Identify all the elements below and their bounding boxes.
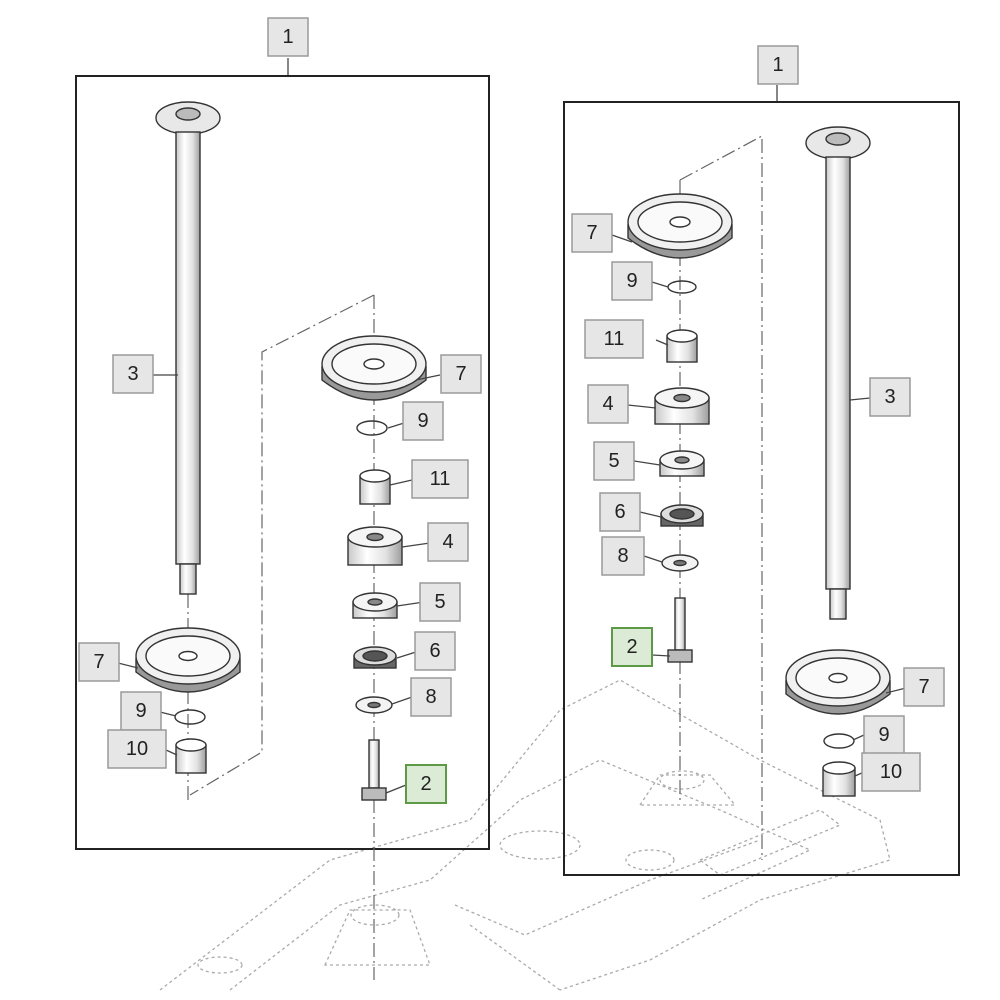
callout-right-lower-pulley[interactable]: 7	[903, 667, 945, 707]
svg-text:6: 6	[429, 640, 440, 662]
right-assembly	[563, 85, 960, 876]
left-assembly	[75, 58, 490, 980]
right-upper-bushing	[666, 329, 698, 363]
callout-left-shaft[interactable]: 3	[112, 354, 154, 394]
callout-left-lower-pulley[interactable]: 7	[78, 642, 120, 682]
svg-text:11: 11	[430, 468, 451, 490]
svg-text:1: 1	[282, 26, 293, 48]
callout-left-upper-bushing[interactable]: 11	[411, 459, 469, 499]
right-assembly-frame	[563, 101, 960, 876]
callout-left-upper-pulley[interactable]: 7	[440, 354, 482, 394]
svg-text:3: 3	[127, 363, 138, 385]
callout-left-bolt[interactable]: 2	[405, 764, 447, 804]
callout-right-spacer-large[interactable]: 4	[587, 384, 629, 424]
callout-right-bolt[interactable]: 2	[611, 627, 653, 667]
left-lower-oring	[174, 709, 206, 725]
callout-left-washer[interactable]: 8	[410, 677, 452, 717]
left-washer	[355, 696, 393, 714]
left-shaft	[155, 101, 221, 595]
left-upper-pulley	[321, 335, 427, 401]
callout-right-upper-oring[interactable]: 9	[611, 261, 653, 301]
left-spacer-large	[347, 526, 403, 566]
right-spacer-small	[659, 450, 705, 477]
callout-left-assembly[interactable]: 1	[267, 17, 309, 57]
right-bolt	[667, 597, 693, 663]
callout-left-spacer-large[interactable]: 4	[427, 522, 469, 562]
callout-left-spacer-small[interactable]: 5	[419, 582, 461, 622]
right-washer	[661, 554, 699, 572]
callout-right-washer[interactable]: 8	[601, 536, 645, 576]
callout-left-lower-bushing[interactable]: 10	[107, 729, 167, 769]
callout-right-shaft[interactable]: 3	[869, 377, 911, 417]
svg-text:7: 7	[455, 363, 466, 385]
left-assembly-frame	[75, 75, 490, 850]
left-bearing	[353, 646, 397, 669]
svg-text:10: 10	[880, 761, 902, 783]
callout-left-bearing[interactable]: 6	[414, 631, 456, 671]
svg-text:2: 2	[626, 636, 637, 658]
callout-left-upper-oring[interactable]: 9	[402, 401, 444, 441]
svg-text:7: 7	[586, 222, 597, 244]
callout-right-bearing[interactable]: 6	[599, 492, 641, 532]
callout-right-lower-oring[interactable]: 9	[863, 715, 905, 755]
svg-text:5: 5	[434, 591, 445, 613]
svg-text:8: 8	[425, 686, 436, 708]
callout-left-lower-oring[interactable]: 9	[120, 691, 162, 731]
left-upper-oring	[356, 420, 388, 436]
callout-right-upper-pulley[interactable]: 7	[571, 213, 613, 253]
left-spacer-small	[352, 592, 398, 619]
svg-text:7: 7	[93, 651, 104, 673]
callout-right-lower-bushing[interactable]: 10	[861, 752, 921, 792]
right-shaft	[805, 126, 871, 620]
right-lower-oring	[823, 733, 855, 749]
svg-text:6: 6	[614, 501, 625, 523]
right-lower-pulley	[785, 649, 891, 715]
callout-right-spacer-small[interactable]: 5	[593, 441, 635, 481]
right-bearing	[660, 504, 704, 527]
svg-text:10: 10	[126, 738, 148, 760]
svg-text:11: 11	[604, 328, 625, 350]
mower-deck-outline	[159, 679, 891, 991]
svg-text:9: 9	[135, 700, 146, 722]
svg-text:3: 3	[884, 386, 895, 408]
svg-text:1: 1	[772, 54, 783, 76]
svg-text:7: 7	[918, 676, 929, 698]
svg-text:9: 9	[417, 410, 428, 432]
left-upper-bushing	[359, 469, 391, 505]
callout-right-assembly[interactable]: 1	[757, 45, 799, 85]
left-bolt	[361, 739, 387, 801]
svg-text:9: 9	[626, 270, 637, 292]
right-spacer-large	[654, 387, 710, 425]
svg-text:9: 9	[878, 724, 889, 746]
svg-text:4: 4	[442, 531, 453, 553]
svg-text:5: 5	[608, 450, 619, 472]
right-upper-oring	[667, 280, 697, 294]
left-lower-bushing	[175, 738, 207, 774]
right-lower-bushing	[822, 761, 856, 797]
svg-text:8: 8	[617, 545, 628, 567]
callout-labels: 1 3 7 9 11 4 5 6 8 2 7 9 10 1 7 9 11 4 5…	[78, 17, 945, 804]
callout-right-upper-bushing[interactable]: 11	[584, 319, 644, 359]
left-lower-pulley	[135, 627, 241, 693]
svg-text:4: 4	[602, 393, 613, 415]
right-upper-pulley	[627, 193, 733, 259]
svg-text:2: 2	[420, 773, 431, 795]
